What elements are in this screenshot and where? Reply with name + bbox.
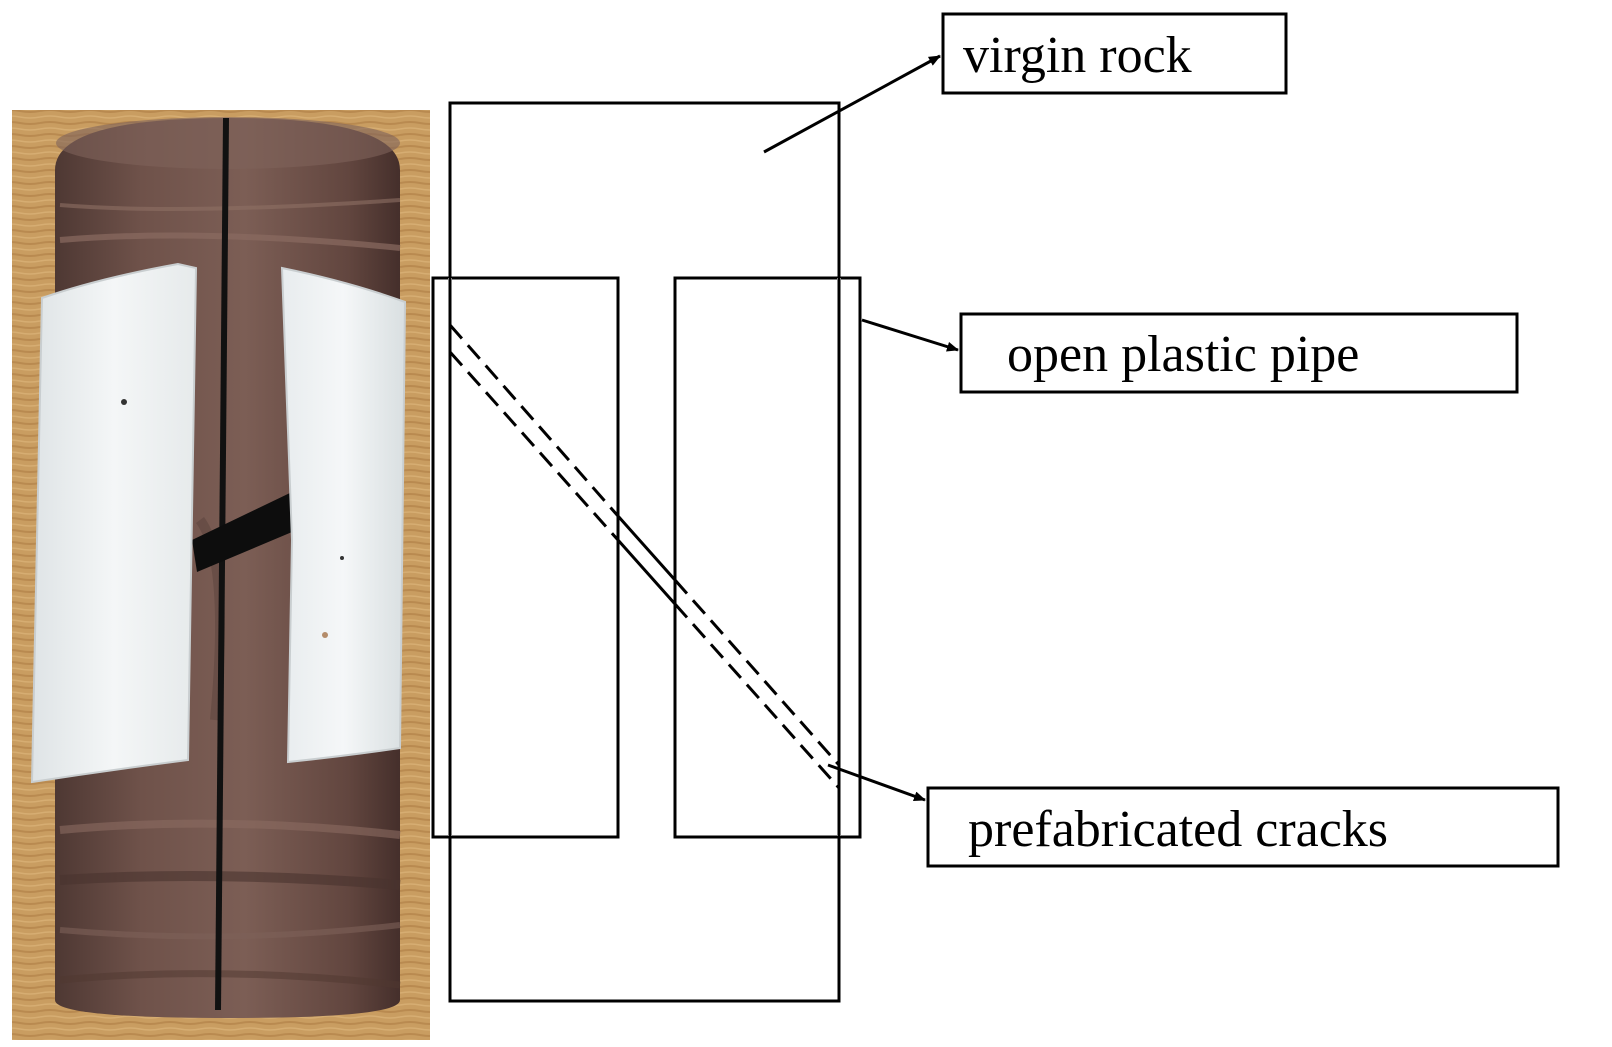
arrow-prefabricated-cracks [827, 763, 926, 802]
arrow-open-plastic-pipe [861, 318, 959, 352]
plastic-pipe-right-half [280, 266, 407, 764]
rock-outline [448, 101, 841, 1003]
plastic-pipe-left-half [30, 262, 198, 784]
pipe-left-outline [431, 276, 620, 839]
crack-lines [448, 324, 841, 789]
label-virgin-rock: virgin rock [963, 27, 1192, 84]
label-open-plastic-pipe: open plastic pipe [1007, 326, 1359, 383]
label-box-prefabricated-cracks [926, 786, 1560, 868]
crack-insert [192, 492, 292, 572]
specimen-schematic [431, 12, 1560, 1003]
pipe-right-outline [673, 276, 862, 839]
specimen-photo [12, 110, 430, 1040]
label-prefabricated-cracks: prefabricated cracks [968, 801, 1388, 858]
arrow-virgin-rock [763, 54, 941, 154]
label-box-open-plastic-pipe [959, 312, 1519, 394]
label-box-virgin-rock [941, 12, 1288, 95]
marker-line [215, 117, 229, 1011]
